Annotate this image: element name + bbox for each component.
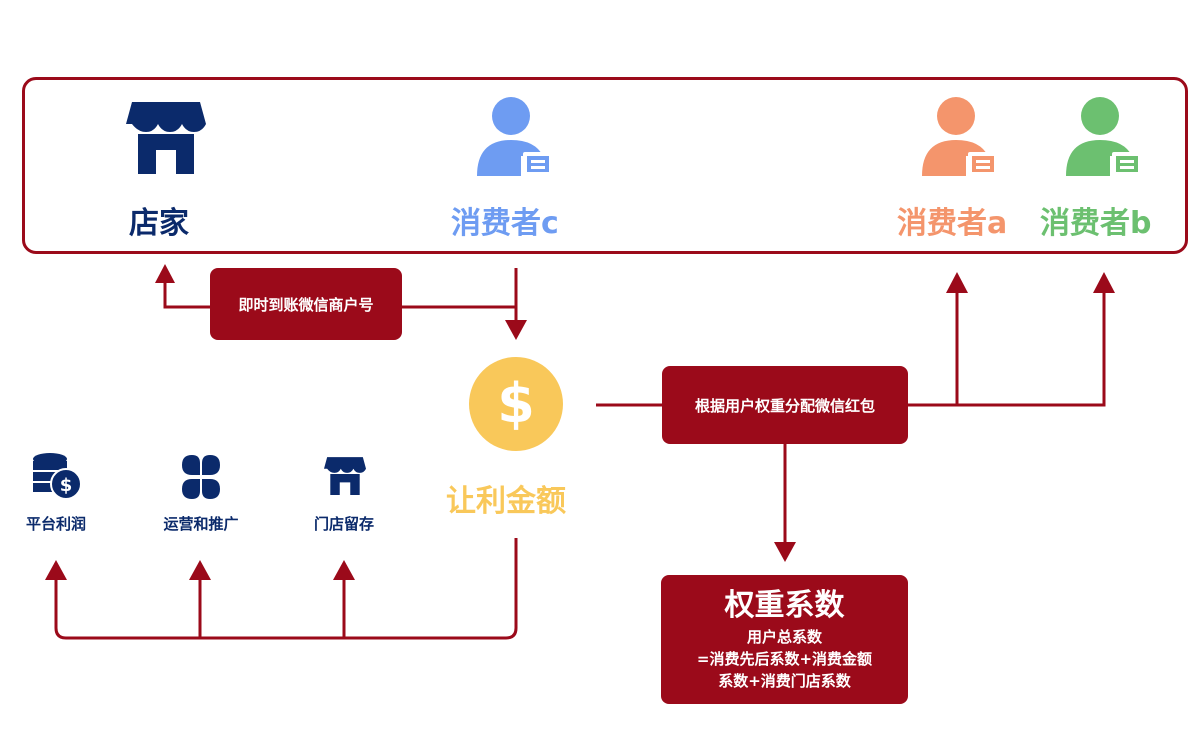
line-discount-allocation bbox=[54, 538, 518, 640]
consumer-b-label: 消费者b bbox=[1040, 206, 1152, 241]
instant-pay-box: 即时到账微信商户号 bbox=[210, 268, 402, 340]
consumer-a-label: 消费者a bbox=[897, 206, 1008, 241]
arrowhead-operations bbox=[189, 560, 211, 580]
store-retention-label: 门店留存 bbox=[313, 515, 374, 533]
weight-coefficient-box: 权重系数 用户总系数 =消费先后系数+消费金额 系数+消费门店系数 bbox=[661, 575, 908, 704]
distribute-redpacket-box: 根据用户权重分配微信红包 bbox=[662, 366, 908, 444]
operations-label: 运营和推广 bbox=[163, 515, 239, 533]
svg-text:$: $ bbox=[497, 372, 535, 435]
arrowhead-merchant bbox=[155, 264, 175, 283]
consumer-c-label: 消费者c bbox=[451, 206, 559, 241]
arrowhead-consumer-b bbox=[1093, 272, 1115, 293]
store-icon bbox=[126, 102, 206, 174]
arrowhead-store-retention bbox=[333, 560, 355, 580]
coin-stack-icon: $ bbox=[33, 453, 82, 500]
user-card-icon bbox=[922, 97, 998, 176]
participants-frame bbox=[22, 77, 1188, 254]
weight-formula-line3: 系数+消费门店系数 bbox=[718, 671, 851, 690]
user-card-icon bbox=[477, 97, 553, 176]
line-distribute-to-consumers bbox=[908, 290, 1106, 407]
dollar-coin-icon: $ bbox=[469, 357, 563, 451]
user-card-icon bbox=[1066, 97, 1142, 176]
svg-text:$: $ bbox=[60, 475, 73, 496]
store-icon bbox=[324, 457, 366, 495]
weight-title: 权重系数 bbox=[724, 587, 845, 623]
arrowhead-platform bbox=[45, 560, 67, 580]
weight-formula-line2: =消费先后系数+消费金额 bbox=[696, 649, 873, 668]
arrowhead-consumer-a bbox=[946, 272, 968, 293]
merchant-label: 店家 bbox=[129, 206, 189, 241]
arrow-to-merchant bbox=[163, 278, 210, 309]
weight-formula-line1: 用户总系数 bbox=[746, 627, 822, 646]
arrowhead-coin bbox=[505, 320, 527, 340]
discount-label: 让利金额 bbox=[446, 484, 566, 519]
platform-profit-label: 平台利润 bbox=[25, 515, 86, 533]
arrowhead-weight bbox=[774, 542, 796, 562]
clover-icon bbox=[182, 455, 220, 499]
